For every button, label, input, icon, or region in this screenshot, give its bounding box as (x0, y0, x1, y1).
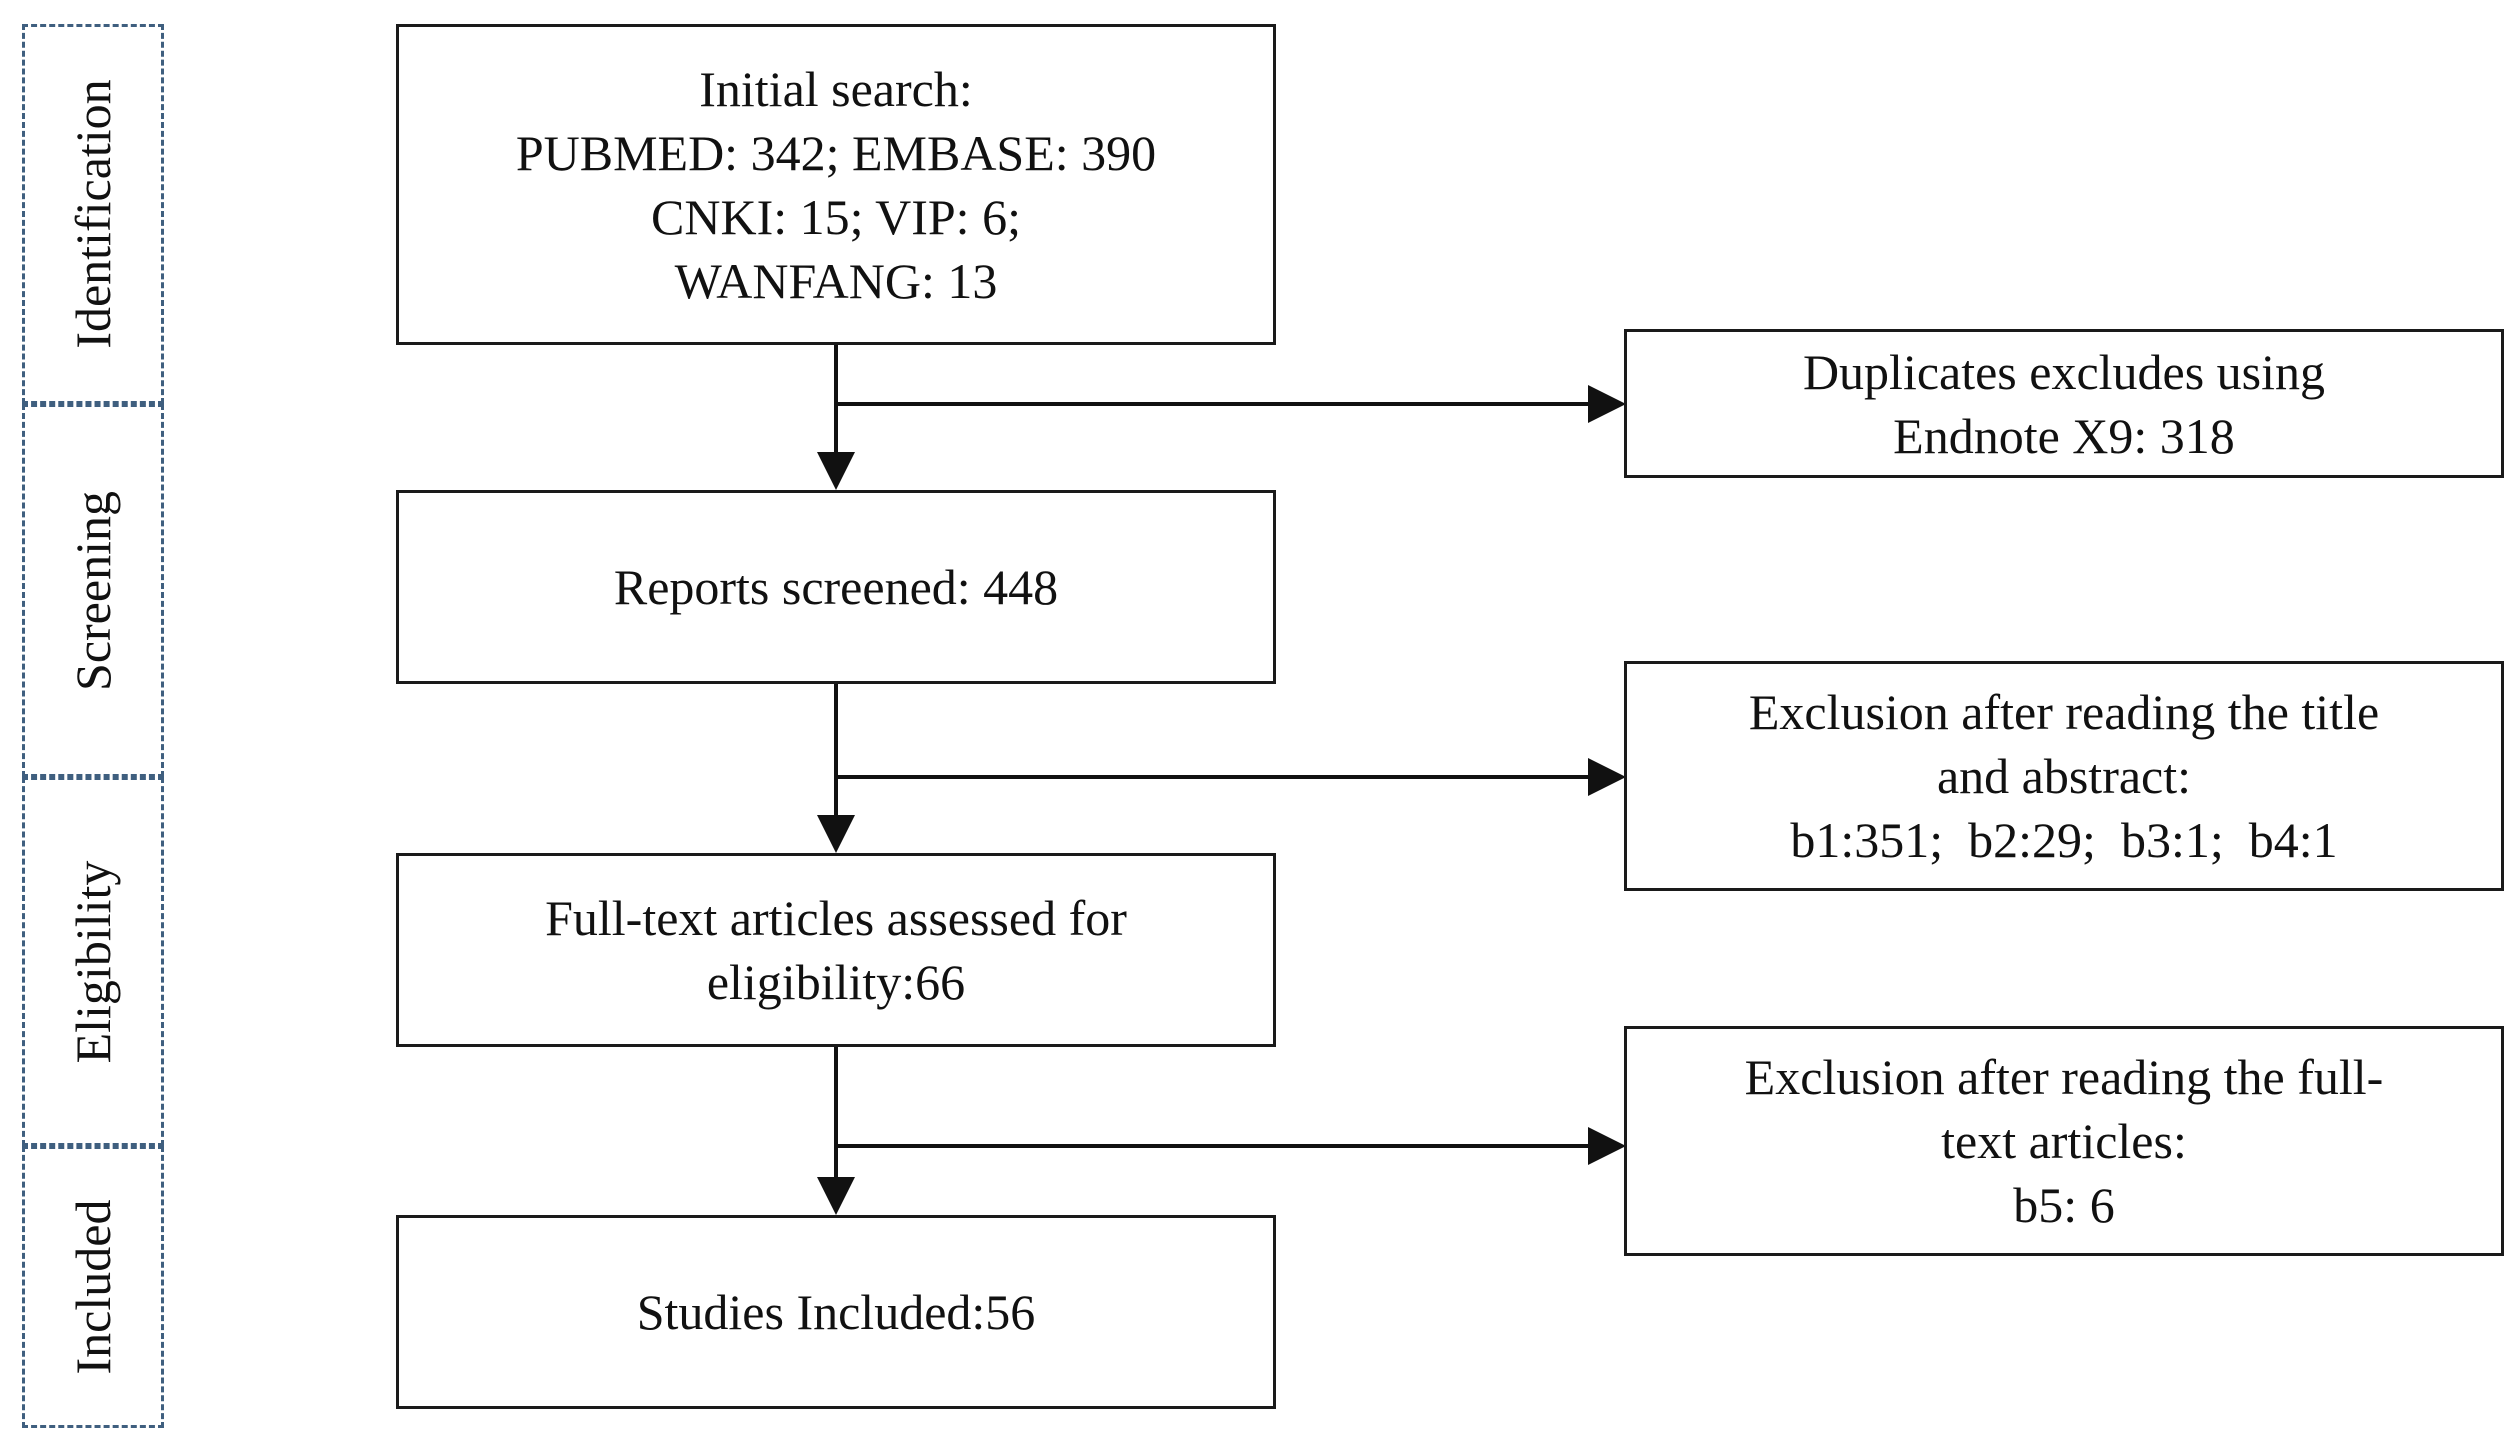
full-text-assessed-box: Full-text articles assessed for eligibil… (396, 853, 1276, 1047)
full-text-exclusion-line2: text articles: (1941, 1113, 2187, 1169)
initial-search-box: Initial search: PUBMED: 342; EMBASE: 390… (396, 24, 1276, 345)
full-text-exclusion-box: Exclusion after reading the full- text a… (1624, 1026, 2504, 1256)
duplicates-line2: Endnote X9: 318 (1893, 407, 2235, 464)
duplicates-line1: Duplicates excludes using (1802, 343, 2326, 400)
studies-included-line1: Studies Included:56 (636, 1284, 1036, 1340)
title-abstract-exclusion-box: Exclusion after reading the title and ab… (1624, 661, 2504, 891)
title-abstract-line2: and abstract: (1936, 748, 2192, 804)
duplicates-excluded-box: Duplicates excludes using Endnote X9: 31… (1624, 329, 2504, 478)
stage-identification: Identification (22, 24, 164, 404)
reports-screened-line1: Reports screened: 448 (613, 559, 1059, 615)
arrowhead-screened (817, 452, 855, 490)
arrowhead-included (817, 1177, 855, 1215)
arrowhead-duplicates (1588, 385, 1626, 423)
stage-eligibility: Eligibility (22, 777, 164, 1146)
arrowhead-fulltext-exclusion (1588, 1127, 1626, 1165)
stage-included: Included (22, 1146, 164, 1428)
initial-search-line2: PUBMED: 342; EMBASE: 390 (515, 124, 1157, 181)
arrowhead-title-abstract-exclusion (1588, 758, 1626, 796)
full-text-exclusion-line3: b5: 6 (2013, 1177, 2115, 1233)
full-text-line1: Full-text articles assessed for (545, 890, 1127, 946)
full-text-line2: eligibility:66 (706, 954, 966, 1010)
stage-screening: Screening (22, 404, 164, 777)
studies-included-box: Studies Included:56 (396, 1215, 1276, 1409)
title-abstract-line1: Exclusion after reading the title (1748, 684, 2380, 740)
initial-search-line1: Initial search: (699, 60, 973, 117)
initial-search-line3: CNKI: 15; VIP: 6; (651, 188, 1021, 245)
reports-screened-box: Reports screened: 448 (396, 490, 1276, 684)
full-text-exclusion-line1: Exclusion after reading the full- (1744, 1049, 2384, 1105)
initial-search-line4: WANFANG: 13 (674, 252, 998, 309)
title-abstract-line3: b1:351; b2:29; b3:1; b4:1 (1790, 812, 2338, 868)
arrowhead-fulltext (817, 815, 855, 853)
